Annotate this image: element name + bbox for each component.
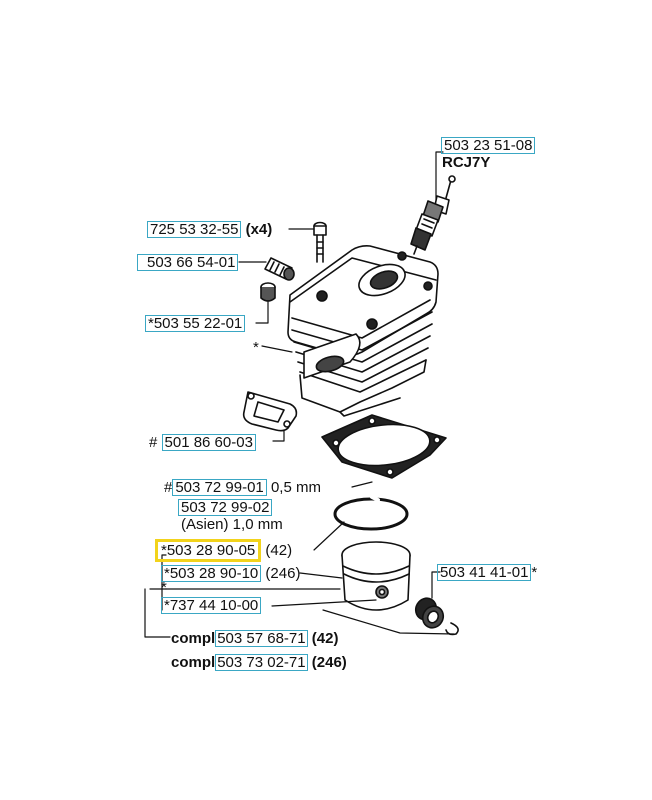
part-number-spark-plug[interactable]: 503 23 51-08 xyxy=(441,137,536,154)
decompression-valve-illustration xyxy=(264,257,295,281)
piston-complete-42-note: (42) xyxy=(311,630,339,647)
compl-word: compl xyxy=(171,630,216,647)
valve-cap-label: *503 55 22-01 xyxy=(145,315,246,332)
base-gasket-label-a: #503 72 99-01 0,5 mm xyxy=(164,479,321,496)
piston-ring-label: *503 28 90-05 (42) xyxy=(155,539,292,562)
valve-label: 503 66 54-01 xyxy=(137,254,239,271)
circlip-illustration xyxy=(445,622,459,636)
piston-ring-model-note: (42) xyxy=(265,542,293,559)
cylinder-screw-illustration xyxy=(313,221,327,263)
exhaust-gasket-illustration xyxy=(242,391,298,432)
hash-mark: # xyxy=(164,479,173,496)
part-number-valve-cap[interactable]: *503 55 22-01 xyxy=(145,315,246,332)
spark-plug-illustration xyxy=(410,175,456,255)
piston-star-mark: * xyxy=(161,579,167,596)
spark-plug-label: 503 23 51-08 xyxy=(441,137,536,154)
bearing-star-mark: * xyxy=(531,564,538,581)
piston-ring-246-model-note: (246) xyxy=(265,565,301,582)
part-number-decompression-valve[interactable]: 503 66 54-01 xyxy=(137,254,239,271)
screw-quantity: (x4) xyxy=(245,221,273,238)
piston-ring-246-label: *503 28 90-10 (246) xyxy=(161,565,300,582)
spark-plug-type: RCJ7Y xyxy=(442,154,491,171)
base-gasket-label-b: 503 72 99-02 xyxy=(178,499,273,516)
part-number-screw[interactable]: 725 53 32-55 xyxy=(147,221,242,238)
part-number-base-gasket-05[interactable]: 503 72 99-01 xyxy=(172,479,267,496)
part-number-piston-complete-42[interactable]: 503 57 68-71 xyxy=(215,630,308,647)
part-number-exhaust-gasket[interactable]: 501 86 60-03 xyxy=(161,434,256,451)
cylinder-star-mark: * xyxy=(253,339,259,356)
valve-cap-illustration xyxy=(260,282,276,302)
piston-complete-246-note: (246) xyxy=(311,654,347,671)
part-number-piston-ring-246[interactable]: *503 28 90-10 xyxy=(161,565,262,582)
base-gasket-thickness-a: 0,5 mm xyxy=(270,479,321,496)
compl-word: compl xyxy=(171,654,216,671)
base-gasket-thickness-b: (Asien) 1,0 mm xyxy=(181,516,283,533)
part-number-piston-ring-highlighted[interactable]: *503 28 90-05 xyxy=(155,539,262,562)
needle-bearing-illustration xyxy=(414,597,445,629)
part-number-needle-bearing[interactable]: 503 41 41-01 xyxy=(437,564,532,581)
part-number-base-gasket-10[interactable]: 503 72 99-02 xyxy=(178,499,273,516)
piston-illustration xyxy=(341,541,411,611)
piston-ring-illustration xyxy=(333,495,409,531)
hash-mark: # xyxy=(149,434,158,451)
screw-label: 725 53 32-55 (x4) xyxy=(147,221,272,238)
bearing-label: 503 41 41-01* xyxy=(437,564,537,581)
base-gasket-illustration xyxy=(321,414,447,479)
cylinder-illustration xyxy=(287,245,439,417)
leader-lines xyxy=(144,151,455,638)
circlip-label: *737 44 10-00 xyxy=(161,597,262,614)
part-number-piston-complete-246[interactable]: 503 73 02-71 xyxy=(215,654,308,671)
exhaust-gasket-label: # 501 86 60-03 xyxy=(149,434,256,451)
part-number-circlip[interactable]: *737 44 10-00 xyxy=(161,597,262,614)
